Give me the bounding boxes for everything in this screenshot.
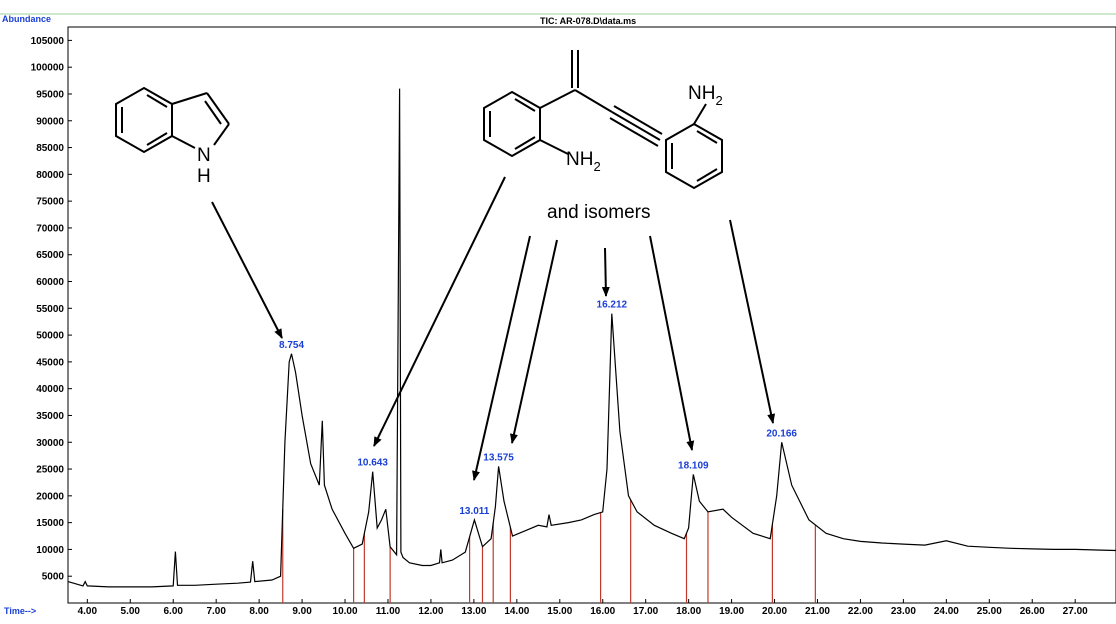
x-tick-label: 5.00 bbox=[121, 606, 141, 617]
right-benzene-ring bbox=[665, 122, 723, 190]
alkyne-bond bbox=[613, 105, 663, 135]
x-tick-label: 7.00 bbox=[206, 606, 226, 617]
indole-bond bbox=[206, 92, 230, 125]
x-tick-label: 10.00 bbox=[333, 606, 358, 617]
indole-bond bbox=[146, 94, 168, 108]
left-benzene-ring bbox=[483, 90, 541, 158]
isomers-label: and isomers bbox=[547, 202, 651, 223]
y-tick-label: 55000 bbox=[36, 304, 64, 315]
alkyne-bond bbox=[609, 117, 659, 147]
indole-h: H bbox=[197, 166, 211, 187]
peak-labels: 8.754 10.643 13.011 13.575 16.212 18.109 20.16… bbox=[279, 300, 797, 517]
annotation-arrows bbox=[211, 176, 776, 481]
y-tick-label: 65000 bbox=[36, 250, 64, 261]
x-tick-label: 23.00 bbox=[891, 606, 916, 617]
y-axis-label: Abundance bbox=[2, 14, 51, 24]
x-tick-label: 9.00 bbox=[292, 606, 312, 617]
arrow-to-8754 bbox=[211, 201, 283, 339]
arrow-to-10643 bbox=[373, 176, 506, 447]
peak-label: 18.109 bbox=[678, 460, 709, 471]
peak-label: 16.212 bbox=[597, 300, 628, 311]
y-tick-label: 70000 bbox=[36, 223, 64, 234]
x-tick-label: 6.00 bbox=[163, 606, 183, 617]
indole-bond bbox=[171, 135, 196, 149]
arrow-to-13011 bbox=[472, 235, 531, 481]
y-tick-label: 85000 bbox=[36, 143, 64, 154]
y-tick-label: 15000 bbox=[36, 518, 64, 529]
alkyne-bond bbox=[611, 111, 661, 141]
plot-frame bbox=[67, 26, 1116, 604]
y-tick-label: 5000 bbox=[42, 572, 65, 583]
indole-bond bbox=[213, 123, 230, 146]
arrow-to-20166 bbox=[729, 219, 776, 424]
arrow-to-16212 bbox=[601, 247, 610, 297]
dimer-bond bbox=[696, 168, 718, 182]
dimer-bond bbox=[514, 98, 536, 112]
x-tick-label: 16.00 bbox=[590, 606, 615, 617]
indole-bond bbox=[146, 132, 168, 146]
y-tick-label: 95000 bbox=[36, 89, 64, 100]
y-tick-label: 105000 bbox=[31, 36, 65, 47]
x-tick-label: 15.00 bbox=[547, 606, 572, 617]
y-tick-label: 20000 bbox=[36, 491, 64, 502]
y-tick-label: 10000 bbox=[36, 545, 64, 556]
y-tick-label: 45000 bbox=[36, 357, 64, 368]
x-axis-ticks: 4.00 5.00 6.00 7.00 8.00 9.00 10.00 11.00 12.00 1… bbox=[78, 599, 1088, 617]
dimer-bond bbox=[539, 89, 576, 109]
peak-label: 13.011 bbox=[459, 506, 489, 517]
dimer-bond bbox=[696, 130, 718, 144]
x-tick-label: 26.00 bbox=[1020, 606, 1045, 617]
indole-structure bbox=[115, 86, 230, 154]
series-line bbox=[67, 88, 1116, 588]
x-tick-label: 27.00 bbox=[1063, 606, 1088, 617]
x-tick-label: 18.00 bbox=[676, 606, 701, 617]
chart-title: TIC: AR-078.D\data.ms bbox=[540, 16, 636, 26]
y-tick-label: 80000 bbox=[36, 170, 64, 181]
y-tick-label: 60000 bbox=[36, 277, 64, 288]
y-tick-label: 30000 bbox=[36, 438, 64, 449]
x-tick-label: 4.00 bbox=[78, 606, 98, 617]
y-tick-label: 50000 bbox=[36, 331, 64, 342]
indole-bond bbox=[204, 100, 222, 125]
nh2-top-label: NH2 bbox=[688, 83, 723, 108]
y-tick-label: 90000 bbox=[36, 116, 64, 127]
peak-label: 8.754 bbox=[279, 340, 304, 351]
dimer-structure bbox=[483, 50, 723, 190]
y-axis-ticks: 5000 10000 15000 20000 25000 30000 35000 40000 4… bbox=[31, 36, 72, 583]
arrow-to-13575 bbox=[510, 239, 558, 444]
peak-label: 20.166 bbox=[766, 428, 797, 439]
x-tick-label: 25.00 bbox=[977, 606, 1002, 617]
y-tick-label: 25000 bbox=[36, 465, 64, 476]
peak-label: 10.643 bbox=[357, 458, 388, 469]
indole-benzene-ring bbox=[115, 86, 173, 154]
dimer-bond bbox=[574, 89, 613, 113]
peak-label: 13.575 bbox=[483, 452, 514, 463]
arrow-to-18109 bbox=[649, 235, 695, 451]
x-tick-label: 11.00 bbox=[376, 606, 401, 617]
indole-n: N bbox=[197, 145, 211, 166]
x-tick-label: 13.00 bbox=[461, 606, 486, 617]
x-tick-label: 20.00 bbox=[762, 606, 787, 617]
x-tick-label: 21.00 bbox=[805, 606, 830, 617]
x-tick-label: 22.00 bbox=[848, 606, 873, 617]
x-tick-label: 17.00 bbox=[633, 606, 658, 617]
dimer-bond bbox=[539, 139, 569, 155]
indole-bond bbox=[171, 92, 208, 105]
x-axis-label: Time--> bbox=[4, 606, 36, 616]
y-tick-label: 75000 bbox=[36, 197, 64, 208]
y-tick-label: 35000 bbox=[36, 411, 64, 422]
nh2-left-label: NH2 bbox=[566, 149, 601, 174]
dimer-bond bbox=[693, 103, 707, 125]
x-tick-label: 8.00 bbox=[249, 606, 269, 617]
x-tick-label: 12.00 bbox=[418, 606, 443, 617]
dimer-bond bbox=[514, 136, 536, 150]
x-tick-label: 24.00 bbox=[934, 606, 959, 617]
x-tick-label: 14.00 bbox=[504, 606, 529, 617]
y-tick-label: 100000 bbox=[31, 63, 65, 74]
x-tick-label: 19.00 bbox=[719, 606, 744, 617]
y-tick-label: 40000 bbox=[36, 384, 64, 395]
